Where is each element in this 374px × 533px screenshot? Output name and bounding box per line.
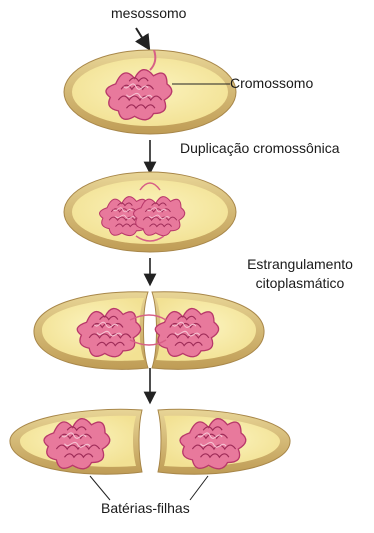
daughter-pointer-left bbox=[90, 476, 110, 500]
label-chromosome: Cromossomo bbox=[230, 75, 313, 93]
cell-initial bbox=[64, 50, 236, 134]
cell-strangulation bbox=[34, 292, 264, 370]
label-chromosome-duplication: Duplicação cromossônica bbox=[180, 140, 340, 158]
daughter-cells bbox=[10, 409, 290, 474]
cell-duplication bbox=[64, 172, 236, 252]
label-strangulation-line1: Estrangulamento bbox=[232, 256, 368, 274]
label-mesosome: mesossomo bbox=[111, 5, 186, 23]
daughter-pointer-right bbox=[190, 476, 208, 500]
label-daughter-bacteria: Batérias-filhas bbox=[101, 500, 190, 518]
label-strangulation-line2: citoplasmático bbox=[232, 275, 368, 293]
mesosome-pointer bbox=[136, 28, 146, 44]
